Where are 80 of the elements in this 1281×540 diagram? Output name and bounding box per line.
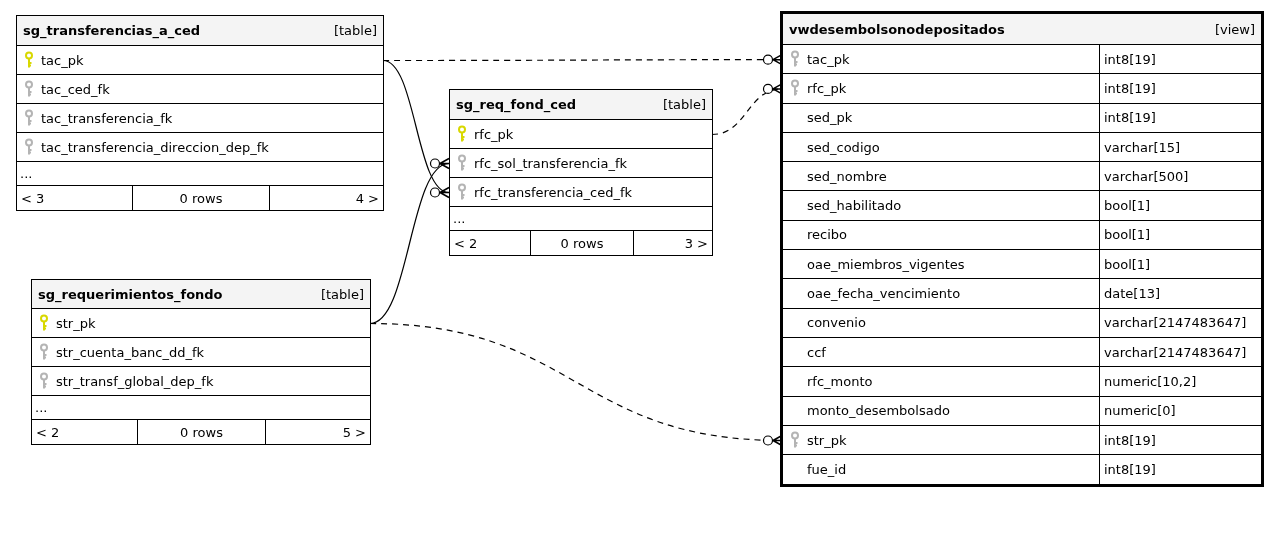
column-name: oae_miembros_vigentes [807,256,965,272]
column-name: tac_transferencia_direccion_dep_fk [41,139,269,155]
column-name: str_pk [807,432,847,448]
previous-page-text: < 2 [453,234,479,253]
column-name: str_pk [56,315,96,331]
data-type: date[13] [1099,279,1160,308]
ellipsis: ... [35,400,48,415]
column-row [783,396,1261,426]
column-name: rfc_transferencia_ced_fk [474,184,633,200]
column-row [783,367,1261,397]
next-page-text: 3 > [632,231,712,255]
column-name: tac_ced_fk [41,81,110,97]
next-page-text: 5 > [264,420,370,444]
column-name: str_cuenta_banc_dd_fk [56,344,205,360]
column-name: ccf [807,344,826,360]
database-table [31,279,371,445]
data-type: int8[19] [1099,103,1156,132]
column-name: str_transf_global_dep_fk [56,373,214,389]
column-row [783,45,1261,75]
column-name: sed_codigo [807,139,880,155]
column-name: tac_pk [41,52,84,68]
column-row [783,308,1261,338]
column-name: sed_habilitado [807,198,902,214]
column-name: recibo [807,227,848,243]
ellipsis: ... [20,166,33,181]
relationship-line [369,322,783,447]
table-type: [table] [320,286,364,302]
data-type: int8[19] [1099,425,1156,455]
database-table [16,15,384,211]
column-name: monto_desembolsado [807,403,950,419]
table-type: [table] [662,97,706,112]
data-type: int8[19] [1099,45,1156,74]
data-type: numeric[0] [1099,396,1176,425]
column-row [783,74,1261,104]
previous-page-text: < 3 [20,189,46,208]
row-count: 0 rows [137,420,265,444]
column-name: oae_fecha_vencimiento [807,286,961,301]
ellipsis: ... [453,211,466,226]
data-type: bool[1] [1099,220,1151,250]
data-type: varchar[15] [1099,132,1181,162]
column-row [783,103,1261,133]
column-name: rfc_sol_transferencia_fk [474,155,628,171]
column-row [783,162,1261,192]
data-type: int8[19] [1099,74,1156,103]
next-page-text: 4 > [268,186,383,210]
column-row [783,250,1261,280]
column-row [783,279,1261,309]
table-name: sg_requerimientos_fondo [38,286,223,302]
previous-page-text: < 2 [35,423,61,442]
data-type: varchar[500] [1099,162,1189,191]
row-count: 0 rows [530,231,633,255]
data-type: bool[1] [1099,191,1151,220]
table-type: [table] [333,23,377,38]
row-count: 0 rows [132,186,269,210]
column-row [783,132,1261,163]
data-type: bool[1] [1099,250,1151,279]
data-type: varchar[2147483647] [1099,308,1247,337]
data-type: varchar[2147483647] [1099,337,1247,367]
table-name: vwdesembolsonodepositados [789,21,1005,37]
column-name: rfc_pk [807,80,847,96]
column-name: convenio [807,315,866,331]
table-name: sg_transferencias_a_ced [23,23,201,38]
column-row [783,425,1261,456]
column-row [783,220,1261,251]
column-name: rfc_pk [474,126,514,142]
data-type: numeric[10,2] [1099,367,1197,396]
column-name: tac_transferencia_fk [41,110,173,126]
column-name: rfc_monto [807,373,873,389]
database-table [449,89,713,256]
table-name: sg_req_fond_ced [456,97,577,112]
column-name: tac_pk [807,51,850,67]
column-row [783,191,1261,221]
column-name: sed_pk [807,110,853,126]
data-type: int8[19] [1099,455,1156,485]
column-name: sed_nombre [807,168,887,184]
table-type: [view] [1214,21,1255,37]
view-table [780,11,1264,488]
column-name: fue_id [807,462,847,478]
relationship-line [382,59,452,198]
column-row [783,337,1261,368]
